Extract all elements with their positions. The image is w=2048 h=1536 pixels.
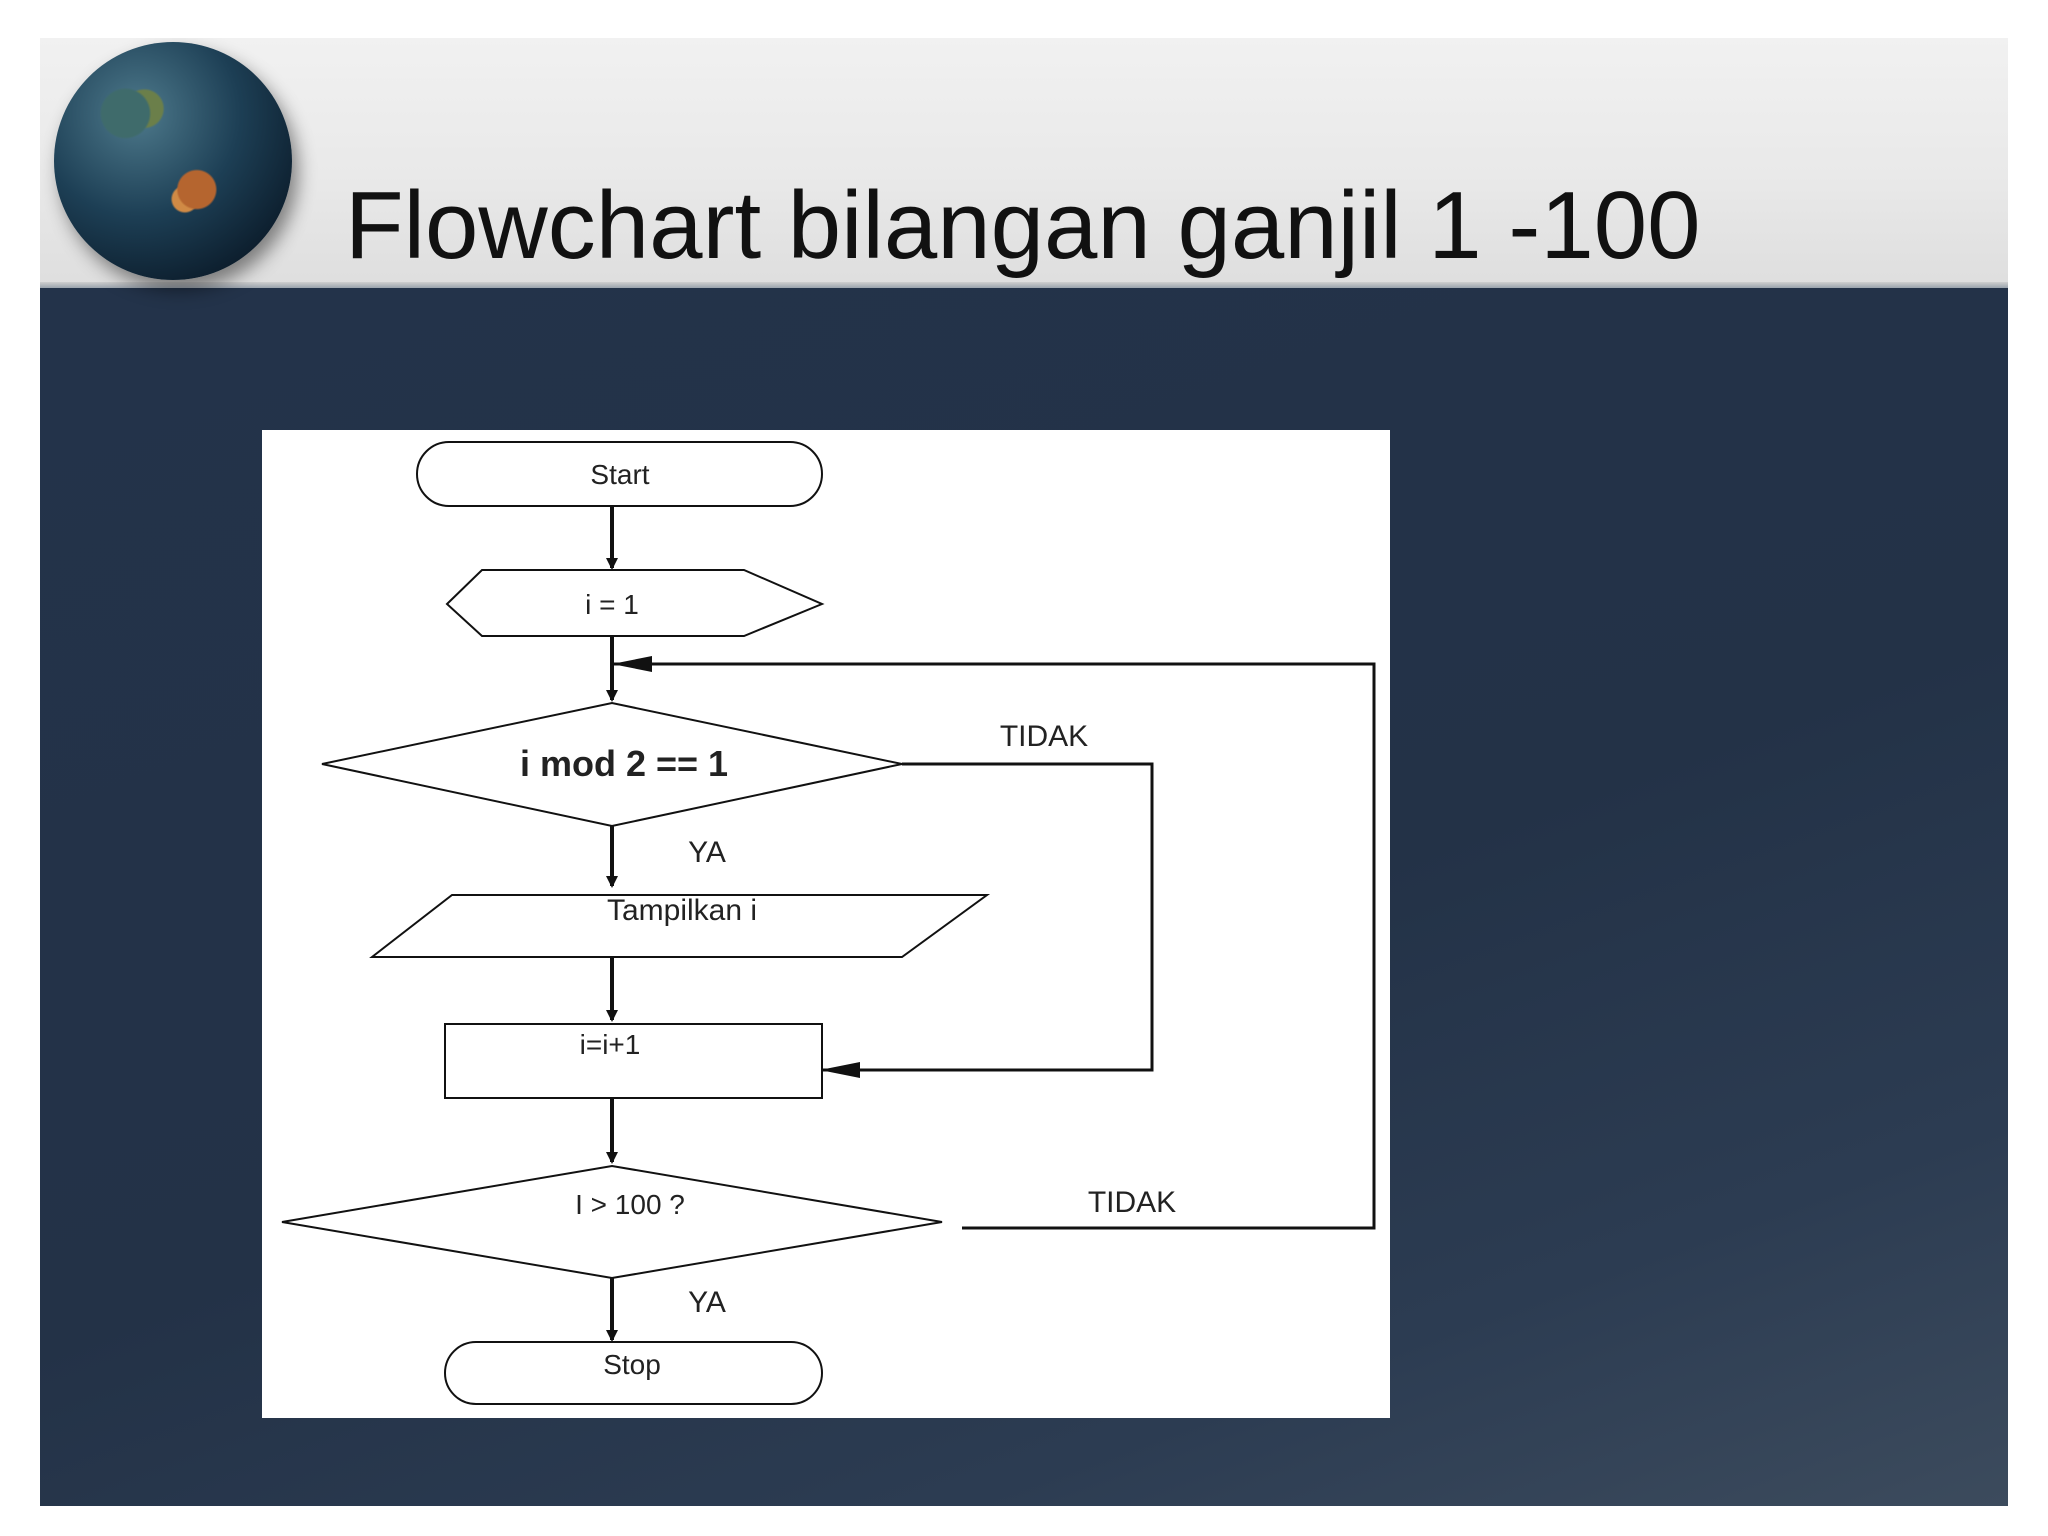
limit-decision-label: I > 100 ?	[575, 1189, 685, 1220]
stop-label: Stop	[603, 1349, 661, 1380]
yes-label-limit: YA	[688, 1286, 726, 1319]
init-preparation-shape	[445, 569, 825, 637]
output-label: Tampilkan i	[607, 894, 757, 927]
start-terminal	[416, 441, 823, 507]
stop-terminal	[444, 1341, 823, 1405]
slide-frame: Flowchart bilangan ganjil 1 -100 Start	[40, 38, 2008, 1506]
no-branch-mod-line	[820, 762, 1154, 1078]
yes-label-mod: YA	[688, 836, 726, 869]
limit-decision-diamond	[281, 1164, 943, 1280]
globe-icon	[54, 42, 292, 280]
slide-title: Flowchart bilangan ganjil 1 -100	[345, 172, 1701, 279]
flowchart-panel: Start i = 1 i mod 2 == 1 TIDAK YA	[262, 430, 1390, 1418]
init-label: i = 1	[585, 589, 639, 620]
no-label-limit: TIDAK	[1088, 1186, 1176, 1219]
increment-label: i=i+1	[580, 1029, 641, 1060]
no-label-mod: TIDAK	[1000, 720, 1088, 753]
no-branch-limit-line	[612, 656, 1376, 1230]
flowchart-diagram: Start i = 1 i mod 2 == 1 TIDAK YA	[281, 441, 1376, 1405]
start-label: Start	[590, 459, 649, 490]
output-parallelogram	[369, 894, 991, 958]
header-band	[40, 38, 2008, 288]
mod-decision-label: i mod 2 == 1	[520, 743, 728, 784]
increment-process-box	[444, 1023, 823, 1099]
